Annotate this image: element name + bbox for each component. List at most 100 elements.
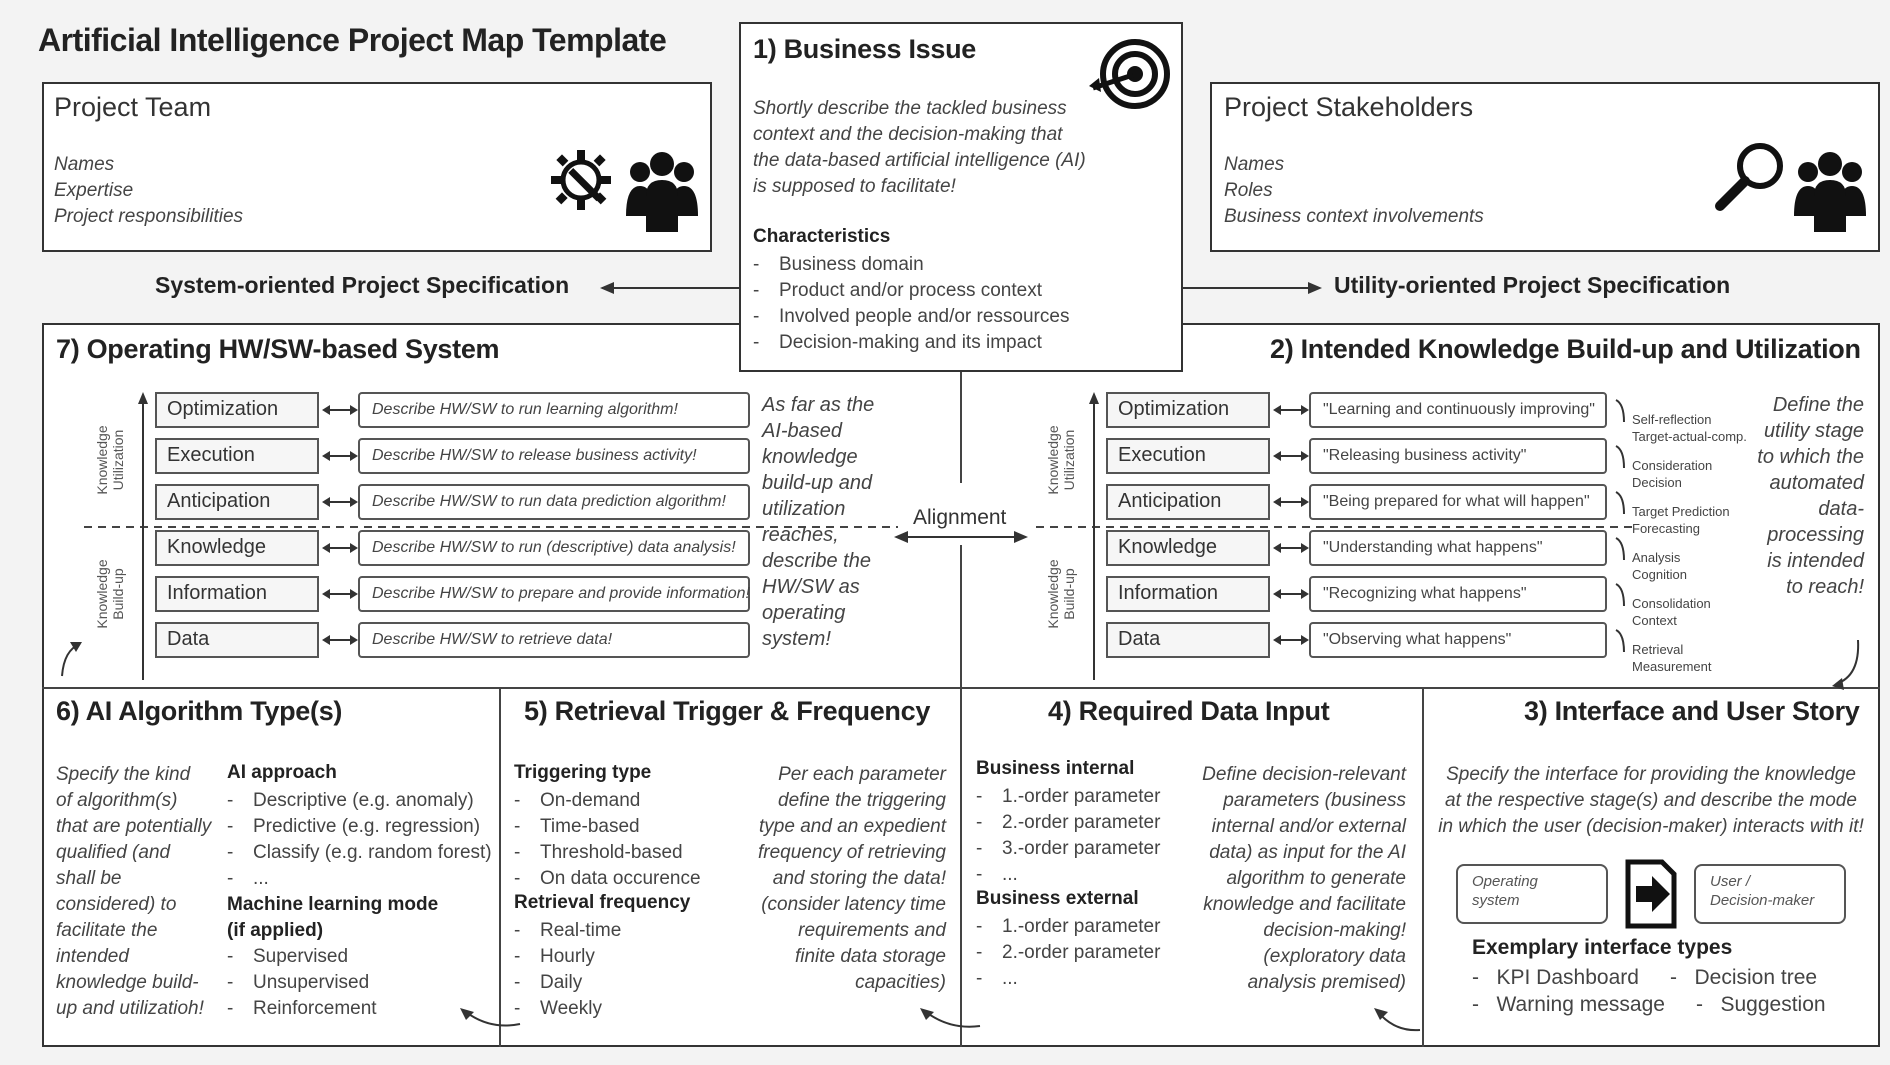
stakeholders-roles: Roles [1224,180,1273,201]
list-item: - Suggestion [1696,993,1826,1016]
s5-freq-list: Real-time Hourly Daily Weekly [514,918,621,1022]
list-item: Real-time [514,918,621,944]
s6-approach-title: AI approach [227,762,337,783]
s4-note: Define decision-relevant parameters (bus… [1202,764,1406,993]
s3-types-title: Exemplary interface types [1472,936,1733,959]
list-item: Hourly [514,944,621,970]
s2-desc-information: "Recognizing what happens" [1309,576,1607,612]
list-item: On-demand [514,788,701,814]
team-icon [1794,152,1866,232]
list-item: Decision-making and its impact [753,330,1069,356]
list-item: Weekly [514,996,621,1022]
list-item: - Decision tree [1670,966,1818,989]
operating-system-box: Operating system [1456,864,1608,924]
list-item: - KPI Dashboard [1472,966,1639,989]
list-item: 2.-order parameter [976,940,1160,966]
target-icon [1089,39,1170,109]
list-item: Supervised [227,944,377,970]
s7-level-knowledge: Knowledge [155,530,319,566]
characteristics-title: Characteristics [753,226,891,247]
business-issue-title: 1) Business Issue [753,34,977,64]
s6-ml-title: Machine learning mode (if applied) [227,894,439,941]
list-item: - Warning message [1472,993,1665,1016]
business-issue-desc-1: Shortly describe the tackled business [753,98,1067,119]
list-item: Daily [514,970,621,996]
project-team-expertise: Expertise [54,180,134,201]
s5-trigger-title: Triggering type [514,762,652,783]
spec-arrows [600,282,1322,294]
business-issue-card: 1) Business Issue Shortly describe the t… [739,22,1183,372]
s7-desc-information: Describe HW/SW to prepare and provide in… [358,576,750,612]
s3-note: Specify the interface for providing the … [1438,764,1864,837]
s2-desc-optimization: "Learning and continuously improving" [1309,392,1607,428]
s2-level-optimization: Optimization [1106,392,1270,428]
business-issue-desc-4: is supposed to facilitate! [753,176,956,197]
s7-desc-data: Describe HW/SW to retrieve data! [358,622,750,658]
s7-desc-knowledge: Describe HW/SW to run (descriptive) data… [358,530,750,566]
team-icon [626,152,698,232]
list-item: 1.-order parameter [976,914,1160,940]
s4-internal-title: Business internal [976,758,1135,779]
project-team-card: Project Team Names Expertise Project res… [42,82,712,252]
utility-spec-label: Utility-oriented Project Specification [1334,272,1731,298]
characteristics-list: Business domain Product and/or process c… [753,252,1069,356]
s7-level-optimization: Optimization [155,392,319,428]
s2-level-information: Information [1106,576,1270,612]
project-stakeholders-card: Project Stakeholders Names Roles Busines… [1210,82,1880,252]
alignment-label: Alignment [913,506,1007,529]
s4-external-list: 1.-order parameter 2.-order parameter ..… [976,914,1160,992]
s5-freq-title: Retrieval frequency [514,892,691,913]
s2-level-execution: Execution [1106,438,1270,474]
s6-note: Specify the kind of algorithm(s) that ar… [56,764,212,1019]
s2-desc-knowledge: "Understanding what happens" [1309,530,1607,566]
s7-connectors [322,405,358,645]
list-item: ... [227,866,492,892]
s2-desc-data: "Observing what happens" [1309,622,1607,658]
list-item: Descriptive (e.g. anomaly) [227,788,492,814]
stakeholders-involvements: Business context involvements [1224,206,1484,227]
s2-connectors [1273,405,1309,645]
s5-note: Per each parameter define the triggering… [758,764,946,993]
s7-level-execution: Execution [155,438,319,474]
magnifier-icon [1715,143,1783,211]
s4-internal-list: 1.-order parameter 2.-order parameter 3.… [976,784,1160,888]
list-item: Time-based [514,814,701,840]
s2-level-anticipation: Anticipation [1106,484,1270,520]
list-item: 1.-order parameter [976,784,1160,810]
section6-title: 6) AI Algorithm Type(s) [56,696,343,726]
list-item: ... [976,862,1160,888]
list-item: Involved people and/or ressources [753,304,1069,330]
project-team-title: Project Team [54,92,212,122]
s5-trigger-list: On-demand Time-based Threshold-based On … [514,788,701,892]
s2-side-brackets [1615,399,1625,653]
page-title: Artificial Intelligence Project Map Temp… [38,22,667,58]
s2-desc-execution: "Releasing business activity" [1309,438,1607,474]
stakeholders-names: Names [1224,154,1285,175]
list-item: On data occurence [514,866,701,892]
list-item: 3.-order parameter [976,836,1160,862]
s2-desc-anticipation: "Being prepared for what will happen" [1309,484,1607,520]
s2-level-data: Data [1106,622,1270,658]
s6-approach-list: Descriptive (e.g. anomaly) Predictive (e… [227,788,492,892]
project-team-responsibilities: Project responsibilities [54,206,244,227]
user-decision-maker-box: User / Decision-maker [1694,864,1846,924]
section7-title: 7) Operating HW/SW-based System [56,334,500,364]
list-item: Predictive (e.g. regression) [227,814,492,840]
section5-title: 5) Retrieval Trigger & Frequency [524,696,931,726]
project-team-names: Names [54,154,115,175]
list-item: Business domain [753,252,1069,278]
s6-ml-list: Supervised Unsupervised Reinforcement [227,944,377,1022]
system-spec-label: System-oriented Project Specification [155,272,570,298]
list-item: 2.-order parameter [976,810,1160,836]
s7-level-anticipation: Anticipation [155,484,319,520]
list-item: Threshold-based [514,840,701,866]
section4-title: 4) Required Data Input [1048,696,1330,726]
